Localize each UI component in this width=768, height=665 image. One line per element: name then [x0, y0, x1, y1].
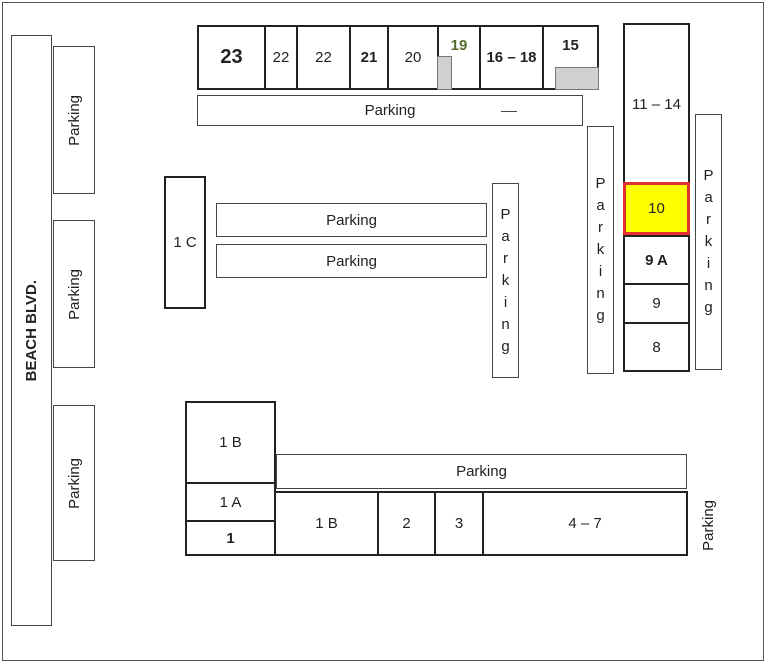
unit-22b[interactable]: 22 — [296, 25, 351, 90]
parking-left-3: Parking — [53, 405, 95, 561]
parking-middle-2: Parking — [216, 244, 487, 278]
unit-label: 22 — [315, 49, 332, 66]
parking-bottom-strip: Parking — [276, 454, 687, 489]
parking-label: Parking — [65, 457, 83, 509]
unit-label: 11 – 14 — [632, 95, 681, 113]
parking-left-2: Parking — [53, 220, 95, 368]
parking-letter: g — [596, 307, 605, 324]
unit-2[interactable]: 2 — [377, 491, 436, 556]
street-label: BEACH BLVD. — [23, 279, 40, 382]
unit-9[interactable]: 9 — [623, 283, 690, 324]
parking-letter: a — [501, 227, 510, 245]
unit-label: 15 — [562, 37, 579, 54]
unit-label: 9 A — [645, 251, 668, 269]
parking-left-1: Parking — [53, 46, 95, 194]
unit-1[interactable]: 1 — [185, 520, 276, 556]
unit-16-18[interactable]: 16 – 18 — [479, 25, 544, 90]
unit-9a[interactable]: 9 A — [623, 235, 690, 285]
unit-10-highlighted[interactable]: 10 — [623, 182, 690, 235]
unit-11-14[interactable]: 11 – 14 — [623, 23, 690, 185]
parking-label: Parking — [65, 94, 83, 146]
unit-label: 16 – 18 — [486, 49, 537, 66]
beach-blvd-street: BEACH BLVD. — [11, 35, 52, 626]
parking-letter: r — [705, 211, 711, 228]
parking-letter: a — [596, 197, 605, 214]
unit-label: 20 — [404, 49, 422, 66]
parking-label: Parking — [699, 499, 717, 551]
parking-letter: P — [595, 175, 606, 192]
dash-mark — [501, 111, 517, 112]
unit-1b-row[interactable]: 1 B — [274, 491, 379, 556]
parking-label: Parking — [456, 463, 507, 480]
unit-label: 8 — [652, 338, 661, 356]
parking-bottom-right: Parking — [696, 496, 720, 554]
unit-label: 1 C — [173, 234, 197, 251]
unit-3[interactable]: 3 — [434, 491, 484, 556]
parking-letter: i — [598, 263, 603, 280]
parking-letter: P — [500, 205, 511, 223]
parking-letter: g — [501, 337, 510, 355]
unit-label: 2 — [402, 515, 411, 532]
parking-letter: k — [596, 241, 605, 258]
parking-label: Parking — [326, 211, 377, 229]
unit-label: 21 — [360, 49, 378, 66]
unit-label: 3 — [454, 515, 464, 532]
unit-21[interactable]: 21 — [349, 25, 389, 90]
unit-4-7[interactable]: 4 – 7 — [482, 491, 688, 556]
unit-20[interactable]: 20 — [387, 25, 439, 90]
unit-22a[interactable]: 22 — [264, 25, 298, 90]
unit-label: 1 A — [219, 493, 242, 511]
unit-label: 19 — [450, 37, 468, 54]
unit-label: 1 — [226, 529, 235, 547]
parking-letter: n — [596, 285, 605, 302]
unit-label: 1 B — [219, 434, 242, 451]
parking-label: Parking — [364, 102, 416, 119]
parking-top-strip: Parking — [197, 95, 583, 126]
parking-letter: r — [502, 249, 508, 267]
parking-letter: i — [706, 255, 711, 272]
parking-letter: a — [704, 189, 713, 206]
parking-label: Parking — [326, 252, 377, 270]
unit-15-annex — [555, 67, 599, 90]
unit-label: 23 — [220, 46, 243, 68]
parking-letter: k — [501, 271, 510, 289]
unit-8[interactable]: 8 — [623, 322, 690, 372]
unit-19-annex — [437, 56, 452, 90]
parking-letter: r — [597, 219, 603, 236]
parking-letter: n — [704, 277, 713, 294]
parking-letter: P — [703, 167, 714, 184]
parking-letter: n — [501, 315, 510, 333]
unit-23[interactable]: 23 — [197, 25, 266, 90]
parking-label: Parking — [65, 268, 83, 320]
unit-label: 1 B — [315, 515, 338, 532]
parking-letter: k — [704, 233, 713, 250]
unit-1c[interactable]: 1 C — [164, 176, 206, 309]
parking-middle-1: Parking — [216, 203, 487, 237]
parking-letter: i — [503, 293, 508, 311]
unit-1a[interactable]: 1 A — [185, 482, 276, 522]
unit-1b-upper[interactable]: 1 B — [185, 401, 276, 484]
unit-label: 9 — [652, 295, 661, 312]
parking-letter: g — [704, 299, 713, 316]
unit-label: 10 — [648, 200, 665, 217]
unit-label: 22 — [272, 49, 290, 66]
unit-label: 4 – 7 — [568, 515, 602, 532]
